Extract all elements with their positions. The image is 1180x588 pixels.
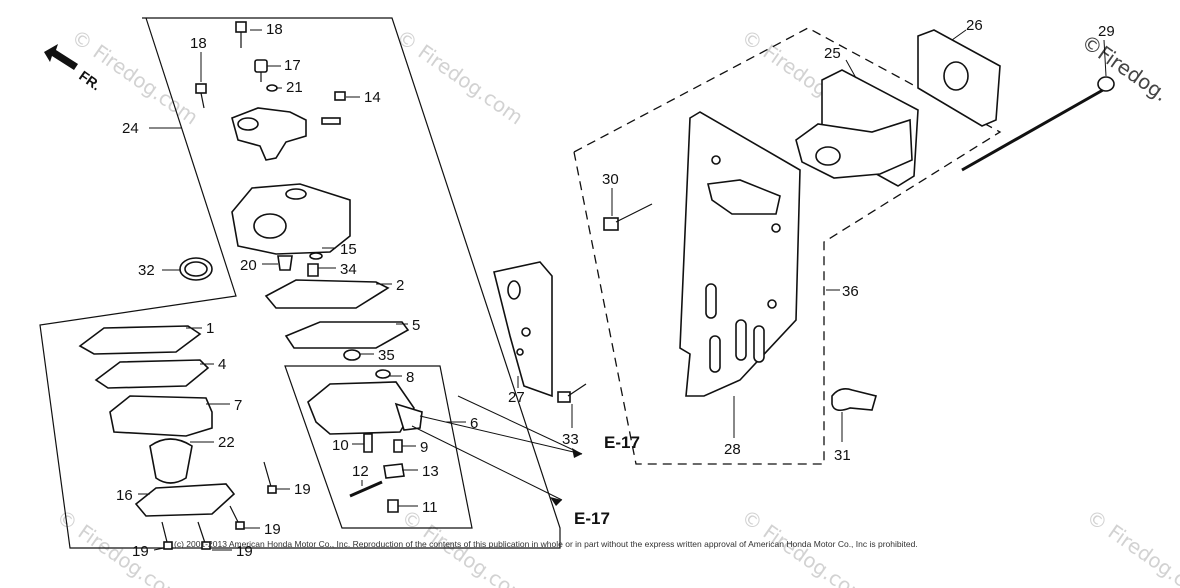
front-label: FR. bbox=[76, 67, 104, 93]
screw-11 bbox=[387, 499, 399, 513]
bolt-30 bbox=[603, 203, 653, 231]
callout: 18 bbox=[190, 35, 207, 52]
callout: 15 bbox=[340, 241, 357, 258]
callout: 22 bbox=[218, 434, 235, 451]
callout: 32 bbox=[138, 262, 155, 279]
gasket-2 bbox=[264, 279, 390, 309]
o-ring-35 bbox=[343, 349, 361, 361]
stud-29 bbox=[961, 76, 1115, 172]
callout: 14 bbox=[364, 89, 381, 106]
callout: 30 bbox=[602, 171, 619, 188]
brand-watermark: ©Firedog. bbox=[1077, 29, 1172, 106]
callout: 36 bbox=[842, 283, 859, 300]
diaphragm-5 bbox=[284, 321, 410, 349]
o-ring-15 bbox=[309, 252, 323, 260]
watermark: © Firedog.com bbox=[1082, 504, 1180, 588]
reference-e17-lower: E-17 bbox=[574, 509, 610, 528]
choke-bracket bbox=[231, 107, 307, 161]
callout: 1 bbox=[206, 320, 214, 337]
callout: 21 bbox=[286, 79, 303, 96]
bolt-18-left bbox=[195, 83, 207, 109]
callout: 25 bbox=[824, 45, 841, 62]
needle-9 bbox=[393, 439, 403, 453]
callout: 12 bbox=[352, 463, 369, 480]
leader-lines bbox=[138, 29, 1107, 551]
callout: 16 bbox=[116, 487, 133, 504]
callout: 19 bbox=[264, 521, 281, 538]
e17-leader-upper-2 bbox=[457, 395, 583, 455]
callout: 7 bbox=[234, 397, 242, 414]
diaphragm-4 bbox=[94, 359, 210, 389]
callout: 9 bbox=[420, 439, 428, 456]
callout: 35 bbox=[378, 347, 395, 364]
choke-lever bbox=[237, 117, 259, 131]
pin-12 bbox=[349, 480, 383, 498]
callout: 24 bbox=[122, 120, 139, 137]
nut-14 bbox=[321, 91, 346, 125]
callout: 19 bbox=[132, 543, 149, 560]
callout: 4 bbox=[218, 356, 226, 373]
callout: 27 bbox=[508, 389, 525, 406]
plate-16 bbox=[134, 483, 236, 517]
assembly-36-outline bbox=[573, 27, 1002, 465]
callout: 11 bbox=[422, 499, 438, 516]
copyright-notice: (c) 2001-2013 American Honda Motor Co., … bbox=[174, 539, 918, 549]
callout: 28 bbox=[724, 441, 741, 458]
callout-labels: 18 18 17 21 14 24 15 20 34 32 2 1 5 35 4… bbox=[116, 17, 1115, 560]
e17-leader-lower bbox=[411, 425, 563, 501]
float-valve-13 bbox=[383, 463, 405, 479]
e17-leader-upper bbox=[419, 415, 583, 455]
screw-20 bbox=[277, 255, 293, 271]
callout: 26 bbox=[966, 17, 983, 34]
carburetor-inlet bbox=[285, 188, 307, 200]
callout: 5 bbox=[412, 317, 420, 334]
callout: 33 bbox=[562, 431, 579, 448]
callout: 31 bbox=[834, 447, 851, 464]
callout: 20 bbox=[240, 257, 257, 274]
bolt-18-upper bbox=[235, 21, 247, 48]
assembly-24-outline bbox=[39, 17, 561, 549]
fuel-inlet-elbow bbox=[394, 402, 423, 431]
washer-21 bbox=[266, 84, 278, 92]
callout: 19 bbox=[236, 543, 253, 560]
clamp-31 bbox=[831, 388, 877, 412]
watermark: © Firedog.com bbox=[392, 24, 528, 129]
carburetor-bore bbox=[253, 213, 287, 239]
spring-10 bbox=[363, 433, 373, 453]
primer-bulb-22 bbox=[149, 438, 193, 484]
callout: 2 bbox=[396, 277, 404, 294]
callout: 19 bbox=[294, 481, 311, 498]
assembly-6-outline bbox=[284, 365, 473, 529]
callout: 10 bbox=[332, 437, 349, 454]
callout: 8 bbox=[406, 369, 414, 386]
bolt-33 bbox=[557, 383, 587, 403]
callout: 6 bbox=[470, 415, 478, 432]
callout: 34 bbox=[340, 261, 357, 278]
callout: 17 bbox=[284, 57, 301, 74]
screw-19 bbox=[161, 461, 277, 550]
pump-cover-7 bbox=[109, 395, 213, 437]
gasket-1 bbox=[78, 325, 202, 355]
callout: 18 bbox=[266, 21, 283, 38]
o-ring-8 bbox=[375, 369, 391, 379]
callout: 29 bbox=[1098, 23, 1115, 40]
reference-e17-upper: E-17 bbox=[604, 433, 640, 452]
nozzle-34 bbox=[307, 263, 319, 277]
callout: 13 bbox=[422, 463, 439, 480]
screw-17 bbox=[254, 59, 268, 82]
